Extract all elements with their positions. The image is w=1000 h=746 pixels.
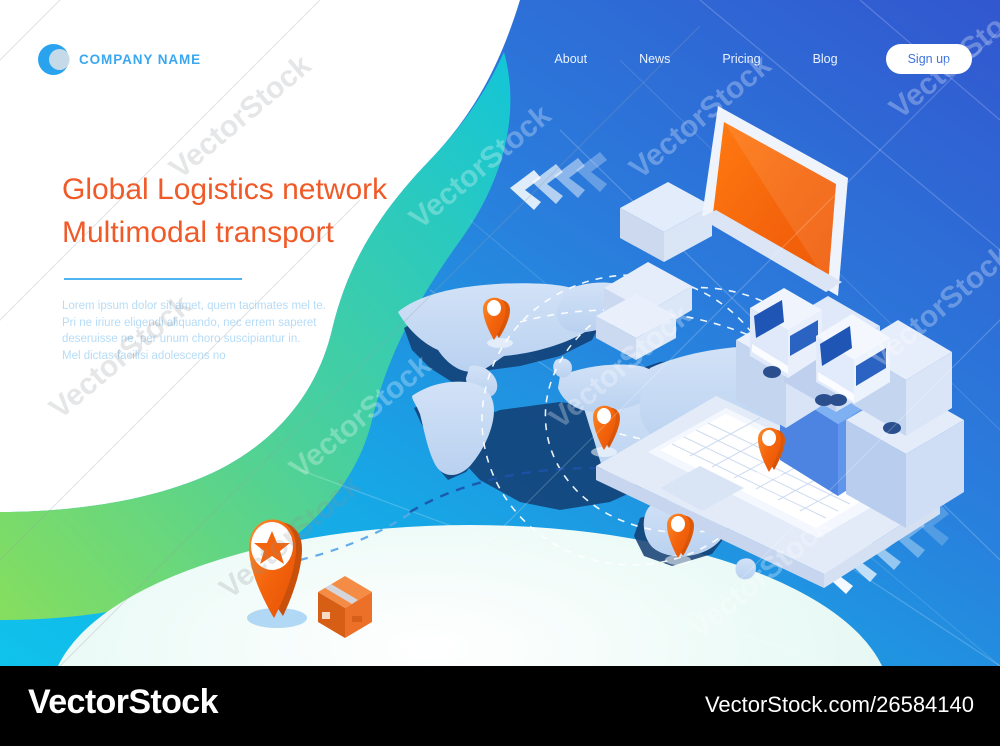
headline-line-2: Multimodal transport xyxy=(62,216,334,249)
nav-link-pricing[interactable]: Pricing xyxy=(722,52,761,66)
chevron-group-top-left xyxy=(510,152,607,210)
signup-button[interactable]: Sign up xyxy=(885,44,972,74)
cargo-boxes-back xyxy=(596,182,712,360)
footer-url: VectorStock.com/26584140 xyxy=(704,692,974,717)
footer-logo: VectorStock xyxy=(28,683,219,721)
brand[interactable]: COMPANY NAME xyxy=(38,44,201,75)
pin-asia xyxy=(756,427,785,479)
nav-link-about[interactable]: About xyxy=(554,52,588,66)
brand-name: COMPANY NAME xyxy=(79,52,202,67)
map-pins xyxy=(247,297,785,638)
star-icon xyxy=(254,531,290,564)
pin-north-america xyxy=(483,297,513,348)
body-line-2: Pri ne iriure eligendi aliquando, nec er… xyxy=(62,316,317,329)
delivery-truck-white-icon xyxy=(816,314,952,436)
overlapping-circles-logo-icon xyxy=(38,44,70,75)
pin-featured-star xyxy=(247,519,307,628)
main-nav: About News Pricing Blog Sign up xyxy=(528,44,972,74)
hero-copy: Global Logistics network Multimodal tran… xyxy=(62,168,482,364)
body-line-1: Lorem ipsum dolor sit amet, quem tacimat… xyxy=(62,300,326,312)
pin-oceania xyxy=(665,513,694,565)
hero-section: COMPANY NAME About News Pricing Blog Sig… xyxy=(0,0,1000,666)
vectorstock-footer: VectorStock VectorStock.com/26584140 xyxy=(0,666,1000,746)
delivery-truck-blue-icon xyxy=(750,288,880,412)
body-line-3: deseruisse ne, per unum choro suscipiant… xyxy=(62,333,301,345)
nav-link-news[interactable]: News xyxy=(639,52,671,66)
pin-europe-africa xyxy=(591,405,620,457)
site-header: COMPANY NAME About News Pricing Blog Sig… xyxy=(0,0,1000,110)
heading-divider xyxy=(64,278,242,280)
cardboard-parcel-icon xyxy=(318,576,372,638)
body-line-4: Mel dictas facilisi adolescens no xyxy=(62,349,226,362)
headline-line-1: Global Logistics network xyxy=(62,173,388,206)
nav-link-blog[interactable]: Blog xyxy=(812,52,838,66)
